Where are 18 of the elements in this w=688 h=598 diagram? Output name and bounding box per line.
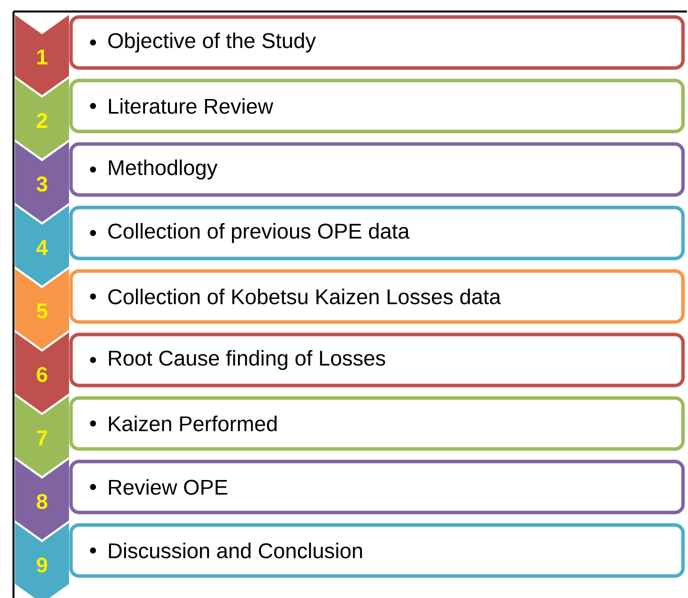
- step-number-tab: 8: [13, 456, 71, 542]
- step-number-tab: 9: [13, 519, 71, 598]
- step-number-tab: 1: [13, 11, 71, 98]
- list-box: Objective of the Study: [69, 15, 685, 70]
- step-number-tab: 3: [13, 138, 71, 225]
- step-number-tab: 2: [13, 74, 71, 162]
- list-box: Kaizen Performed: [69, 396, 685, 451]
- list-box: Literature Review: [69, 78, 685, 134]
- list-box: Root Cause finding of Losses: [69, 332, 685, 388]
- list-box: Methodlogy: [69, 142, 685, 197]
- list-box: Discussion and Conclusion: [69, 523, 685, 578]
- step-number-tab: 5: [13, 265, 71, 352]
- list-box: Collection of previous OPE data: [69, 206, 685, 260]
- step-number-tab: 6: [13, 328, 71, 416]
- step-number-tab: 7: [13, 392, 71, 479]
- list-box: Collection of Kobetsu Kaizen Losses data: [69, 269, 685, 324]
- list-box: Review OPE: [69, 460, 685, 514]
- step-number-tab: 4: [13, 202, 71, 288]
